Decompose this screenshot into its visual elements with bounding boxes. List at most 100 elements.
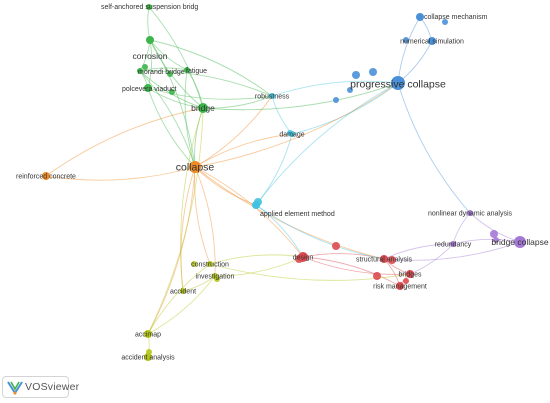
label-collapse-mech: collapse mechanism bbox=[424, 14, 488, 21]
link-corrosion-robustness bbox=[149, 39, 273, 97]
node-bridges[interactable] bbox=[406, 270, 414, 278]
label-fatigue: fatigue bbox=[186, 68, 207, 75]
link-investigation-design bbox=[214, 256, 304, 277]
label-structural: structural analysis bbox=[356, 256, 413, 263]
node-design[interactable] bbox=[298, 252, 308, 262]
node-bridge[interactable] bbox=[198, 103, 208, 113]
label-redundancy: redundancy bbox=[435, 241, 472, 248]
link-robustness-progressive bbox=[271, 80, 399, 97]
node-self-anchored[interactable] bbox=[146, 4, 152, 10]
node-collapse[interactable] bbox=[189, 161, 201, 173]
link-redundancy-nonlinear bbox=[452, 212, 471, 245]
node-bridge-collapse[interactable] bbox=[514, 236, 526, 248]
node-redundancy[interactable] bbox=[450, 241, 456, 247]
link-collapse-structural bbox=[194, 166, 385, 260]
node-numerical[interactable] bbox=[428, 37, 436, 45]
node-damage[interactable] bbox=[289, 131, 295, 137]
node-corrosion[interactable] bbox=[146, 36, 154, 44]
node-dot[interactable] bbox=[142, 64, 148, 70]
node-dot[interactable] bbox=[388, 256, 396, 264]
link-applied-structural bbox=[255, 204, 385, 260]
link-collapse-applied bbox=[194, 166, 257, 206]
label-self-anchored: self-anchored suspension bridg bbox=[101, 4, 198, 11]
node-progressive[interactable] bbox=[391, 76, 405, 90]
node-dot[interactable] bbox=[403, 37, 409, 43]
link-design-bridges bbox=[302, 256, 411, 275]
node-collapse-mech[interactable] bbox=[416, 13, 424, 21]
nodes-layer bbox=[42, 4, 526, 361]
labels-layer: self-anchored suspension bridgcorrosionm… bbox=[16, 4, 549, 361]
link-redundancy-bridges bbox=[409, 243, 454, 275]
label-applied: applied element method bbox=[260, 211, 335, 218]
label-numerical: numerical simulation bbox=[400, 38, 464, 45]
node-accident[interactable] bbox=[180, 288, 186, 294]
node-polcevera[interactable] bbox=[144, 84, 152, 92]
node-dot[interactable] bbox=[333, 97, 339, 103]
link-corrosion-collapse bbox=[149, 39, 196, 168]
link-redundancy-structural bbox=[383, 243, 454, 260]
link-design-risk bbox=[302, 256, 401, 287]
node-dot[interactable] bbox=[169, 89, 175, 95]
node-robustness[interactable] bbox=[269, 93, 275, 99]
node-nonlinear[interactable] bbox=[467, 210, 473, 216]
label-robustness: robustness bbox=[255, 93, 290, 100]
node-dot[interactable] bbox=[191, 261, 197, 267]
link-accident-bridge bbox=[180, 107, 204, 292]
links-layer bbox=[45, 6, 521, 358]
node-dot[interactable] bbox=[369, 68, 377, 76]
node-construction[interactable] bbox=[207, 261, 213, 267]
label-damage: damage bbox=[279, 131, 304, 138]
node-dot[interactable] bbox=[403, 278, 409, 284]
link-polcevera-robustness bbox=[147, 87, 273, 100]
link-bridge-collapse-structural bbox=[383, 241, 521, 261]
node-risk[interactable] bbox=[396, 282, 404, 290]
link-bridge-robustness bbox=[202, 95, 273, 109]
node-dot[interactable] bbox=[352, 71, 360, 79]
link-construction-bridges bbox=[209, 263, 411, 281]
vosviewer-icon bbox=[7, 381, 23, 395]
link-accimap-investigation bbox=[147, 275, 216, 335]
link-self-anchored-bridge bbox=[148, 6, 204, 109]
link-accimap-bridge bbox=[147, 107, 204, 335]
label-morandi: morandi bridge bbox=[138, 69, 185, 76]
label-accident: accident bbox=[170, 288, 196, 295]
node-applied[interactable] bbox=[252, 201, 260, 209]
vosviewer-logo[interactable]: VOSviewer bbox=[2, 376, 79, 398]
node-dot[interactable] bbox=[442, 19, 448, 25]
link-damage-progressive bbox=[291, 82, 399, 135]
link-morandi-collapse bbox=[139, 70, 196, 168]
link-bridge-progressive bbox=[202, 82, 399, 111]
link-applied-progressive bbox=[255, 82, 399, 206]
label-investigation: investigation bbox=[196, 273, 235, 280]
node-dot[interactable] bbox=[493, 237, 499, 243]
node-morandi[interactable] bbox=[137, 68, 143, 74]
link-accimap-construction bbox=[147, 263, 211, 335]
label-nonlinear: nonlinear dynamic analysis bbox=[428, 210, 513, 217]
node-dot[interactable] bbox=[167, 71, 173, 77]
logo-text: VOSviewer bbox=[25, 381, 80, 393]
link-collapse-robustness bbox=[194, 95, 273, 168]
label-bridge: bridge bbox=[191, 103, 215, 113]
node-dot[interactable] bbox=[490, 230, 498, 238]
link-polcevera-collapse bbox=[147, 87, 196, 168]
node-dot[interactable] bbox=[373, 272, 381, 280]
link-corrosion-polcevera bbox=[147, 39, 153, 89]
node-structural[interactable] bbox=[380, 255, 388, 263]
link-design-structural bbox=[302, 253, 385, 260]
label-construction: construction bbox=[191, 261, 229, 268]
node-dot[interactable] bbox=[332, 242, 340, 250]
node-accident-analysis[interactable] bbox=[144, 353, 152, 361]
link-collapse-investigation bbox=[194, 166, 216, 277]
node-investigation[interactable] bbox=[212, 273, 218, 279]
node-dot[interactable] bbox=[347, 87, 353, 93]
node-accimap[interactable] bbox=[144, 330, 152, 338]
link-construction-design bbox=[209, 254, 304, 265]
link-morandi-fatigue bbox=[139, 67, 188, 72]
link-damage-robustness bbox=[271, 95, 293, 135]
node-fatigue[interactable] bbox=[184, 67, 190, 73]
node-reinforced[interactable] bbox=[42, 172, 50, 180]
label-reinforced: reinforced concrete bbox=[16, 173, 76, 180]
link-corrosion-bridge bbox=[149, 39, 204, 109]
link-morandi-robustness bbox=[139, 70, 273, 97]
